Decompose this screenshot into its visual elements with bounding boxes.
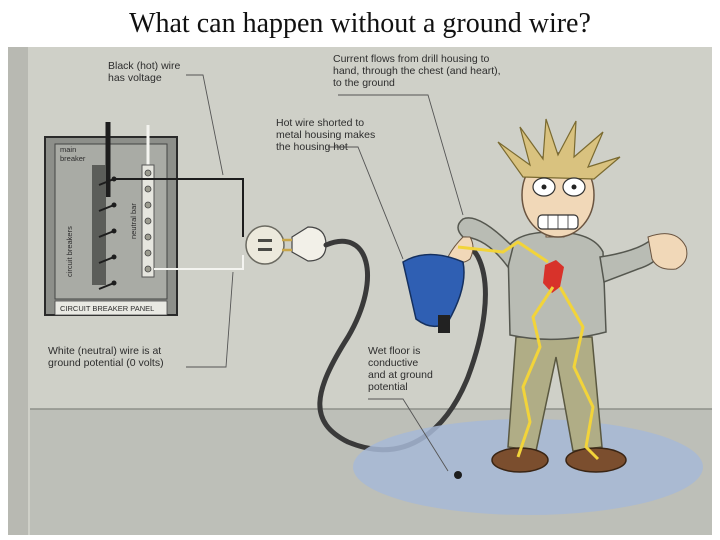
heart-icon [543,260,564,293]
page-edge-shadow [8,47,28,535]
wall-outlet [245,225,285,265]
electric-current-path [457,240,600,461]
white-neutral-wire [154,255,244,270]
panel-title-label: CIRCUIT BREAKER PANEL [60,304,154,313]
electric-drill [402,253,465,333]
spiky-hair [497,118,621,180]
black-hot-wire [114,178,244,237]
right-shoe [565,447,627,473]
circuit-breakers-label: circuit breakers [65,226,74,277]
callout-leader-lines [186,74,464,472]
circuit-breaker-panel [44,122,178,316]
ground-point [454,471,462,479]
slide-title: What can happen without a ground wire? [129,8,591,39]
neutral-bar-label: neutral bar [129,203,138,239]
